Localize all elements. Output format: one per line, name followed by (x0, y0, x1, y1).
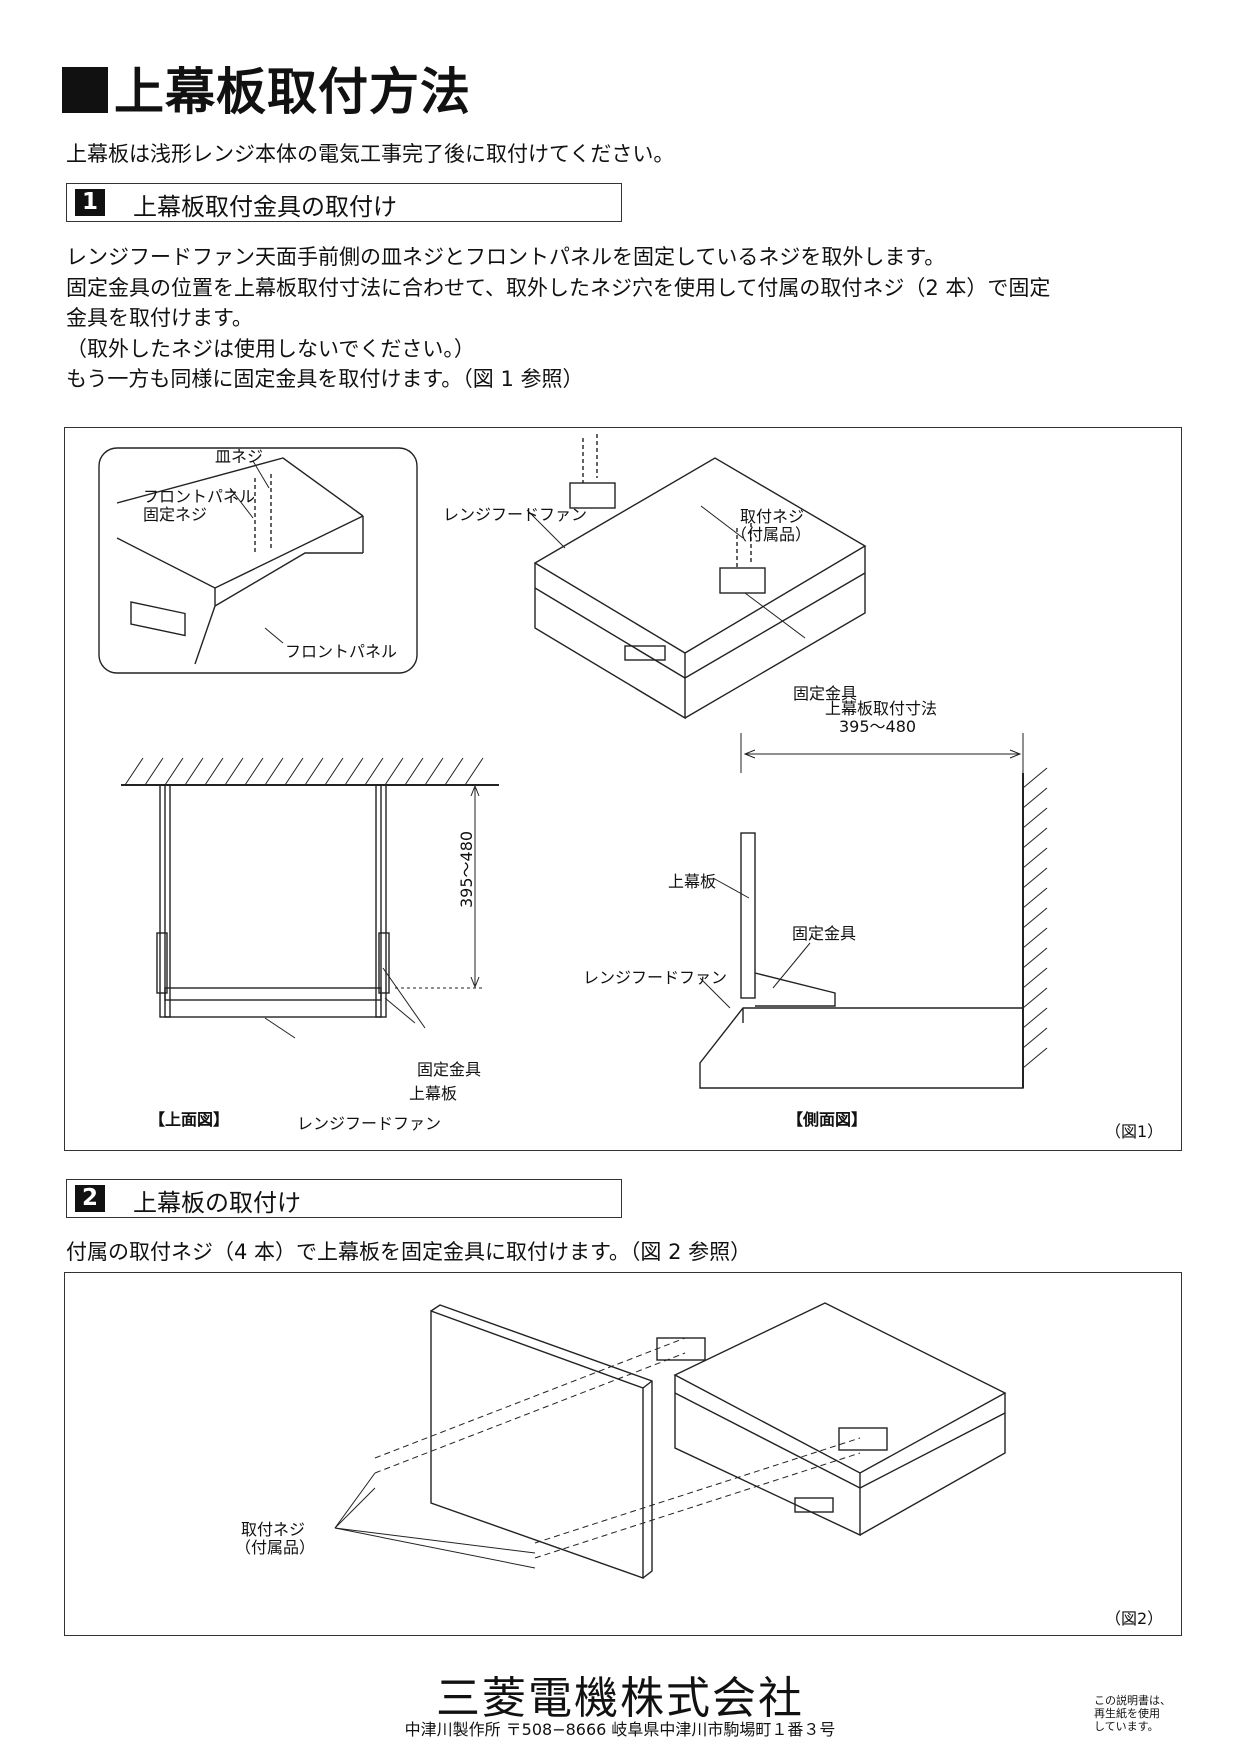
page-title: 上幕板取付方法 (62, 52, 471, 124)
title-square-icon (62, 67, 108, 113)
label-front-panel: フロントパネル (285, 642, 398, 661)
label-fig2-screw-2: （付属品） (235, 1538, 316, 1557)
section-2-instructions: 付属の取付ネジ（4 本）で上幕板を固定金具に取付けます。（図 2 参照） (66, 1240, 752, 1264)
figure-1-caption: （図1） (1105, 1122, 1164, 1141)
section-1-header: 1 上幕板取付金具の取付け (66, 183, 622, 222)
instruction-line: 金具を取付けます。 (66, 306, 253, 330)
section-2-heading: 上幕板の取付け (133, 1189, 301, 1217)
side-view-drawing (699, 733, 1048, 1089)
figure-2: 取付ネジ （付属品） （図2） (64, 1272, 1182, 1636)
label-sara-screw: 皿ネジ (215, 447, 264, 466)
figure-1-drawing (98, 434, 1048, 1089)
recycled-paper-note: この説明書は、 再生紙を使用 しています。 (1094, 1694, 1171, 1733)
instruction-line: もう一方も同様に固定金具を取付けます。（図 1 参照） (66, 367, 584, 391)
label-front-panel-screw-1: フロントパネル (143, 487, 256, 506)
label-upper-panel-side: 上幕板 (668, 872, 717, 891)
top-view-drawing (121, 757, 499, 1018)
inset-frame (98, 447, 418, 674)
top-view-label: 【上面図】 (149, 1110, 230, 1129)
iso-hood-drawing (533, 434, 867, 720)
instruction-line: 固定金具の位置を上幕板取付寸法に合わせて、取外したネジ穴を使用して付属の取付ネジ… (66, 275, 1051, 300)
label-upper-panel-top: 上幕板 (409, 1084, 458, 1103)
figure-1: 皿ネジ フロントパネル 固定ネジ フロントパネル レンジフードファン 取付ネジ … (64, 427, 1182, 1151)
label-range-hood-iso: レンジフードファン (443, 505, 588, 524)
company-address: 中津川製作所 〒508−8666 岐阜県中津川市駒場町１番３号 (404, 1720, 836, 1739)
section-2-number: 2 (75, 1185, 105, 1212)
label-front-panel-screw-2: 固定ネジ (143, 505, 208, 524)
inset-hood-drawing (116, 457, 364, 665)
side-view-label: 【側面図】 (787, 1110, 868, 1129)
label-top-dimension: 395～480 (457, 830, 476, 908)
label-screw-2: （付属品） (731, 525, 812, 544)
label-range-hood-top: レンジフードファン (297, 1114, 442, 1133)
label-side-dimension: 395～480 (839, 717, 917, 736)
fig2-dash-lines (374, 1337, 861, 1559)
label-bracket-top: 固定金具 (417, 1060, 482, 1079)
section-2-header: 2 上幕板の取付け (66, 1179, 622, 1218)
label-range-hood-side: レンジフードファン (583, 968, 728, 987)
section-1-number: 1 (75, 189, 105, 216)
label-bracket-iso: 固定金具 (793, 684, 858, 703)
section-1-instructions: レンジフードファン天面手前側の皿ネジとフロントパネルを固定しているネジを取外しま… (66, 242, 1196, 395)
fig2-hood-drawing (656, 1302, 1007, 1537)
label-bracket-side: 固定金具 (792, 924, 857, 943)
figure-2-drawing (334, 1302, 1007, 1579)
intro-text: 上幕板は浅形レンジ本体の電気工事完了後に取付けてください。 (66, 142, 675, 166)
company-name: 三菱電機株式会社 (436, 1673, 804, 1724)
instruction-line: レンジフードファン天面手前側の皿ネジとフロントパネルを固定しているネジを取外しま… (66, 245, 946, 269)
instruction-line: （取外したネジは使用しないでください。） (66, 336, 475, 361)
section-1-heading: 上幕板取付金具の取付け (133, 193, 397, 221)
figure-2-caption: （図2） (1105, 1609, 1164, 1628)
label-dim-title: 上幕板取付寸法 (825, 699, 938, 718)
label-screw-1: 取付ネジ (740, 507, 805, 526)
upper-panel-drawing (430, 1304, 653, 1579)
label-fig2-screw-1: 取付ネジ (241, 1520, 306, 1539)
